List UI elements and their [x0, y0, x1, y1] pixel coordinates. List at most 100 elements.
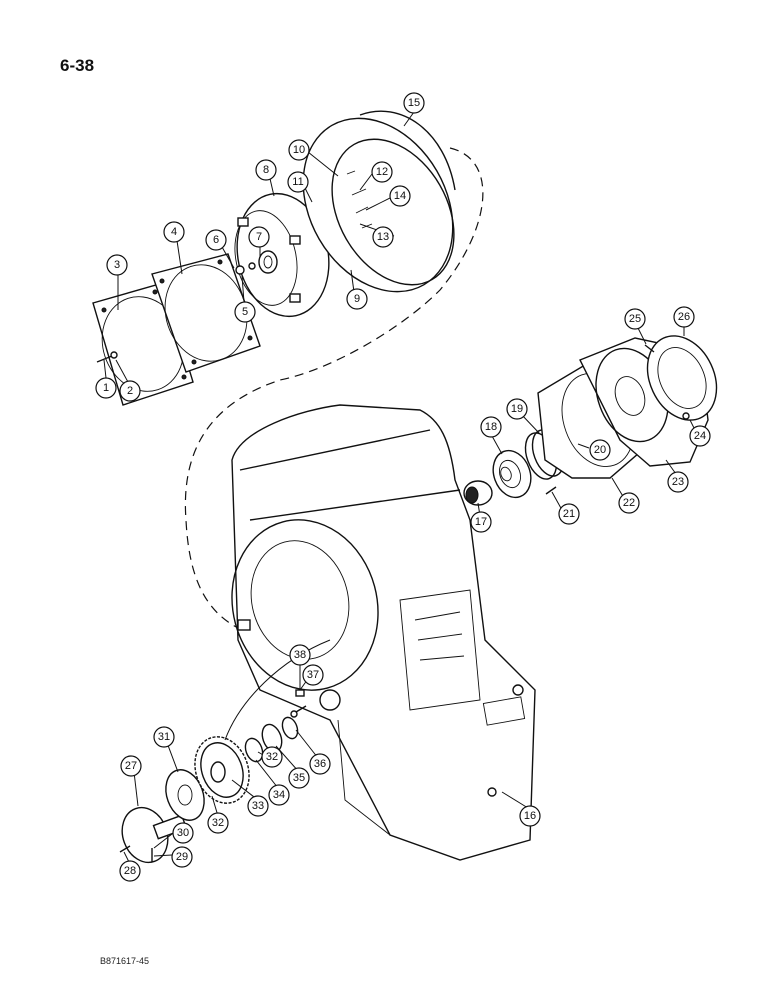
- svg-text:11: 11: [292, 176, 303, 188]
- callout-25: 25: [624, 308, 646, 330]
- callout-6: 6: [205, 229, 227, 251]
- callout-5: 5: [234, 301, 256, 323]
- svg-text:22: 22: [623, 497, 635, 509]
- callout-9: 9: [346, 288, 368, 310]
- svg-text:14: 14: [394, 190, 406, 202]
- svg-text:16: 16: [524, 810, 536, 822]
- callout-18: 18: [480, 416, 502, 438]
- idler-gear: [194, 736, 250, 804]
- lockwasher: [290, 710, 298, 718]
- svg-text:5: 5: [242, 306, 248, 318]
- callout-36: 36: [309, 753, 331, 775]
- callout-31: 31: [153, 726, 175, 748]
- callout-26: 26: [673, 306, 695, 328]
- svg-text:37: 37: [307, 669, 319, 681]
- svg-text:8: 8: [263, 164, 269, 176]
- svg-text:38: 38: [294, 649, 306, 661]
- coupling: [463, 480, 493, 506]
- torque-converter: [234, 192, 330, 318]
- callout-30: 30: [172, 822, 194, 844]
- callout-28: 28: [119, 860, 141, 882]
- pin: [545, 486, 557, 495]
- document-code: B871617-45: [100, 956, 150, 966]
- bolt: [119, 845, 131, 853]
- callout-20: 20: [589, 439, 611, 461]
- callout-33: 33: [247, 795, 269, 817]
- callout-3: 3: [106, 254, 128, 276]
- callout-29: 29: [171, 846, 193, 868]
- svg-text:19: 19: [511, 403, 523, 415]
- callout-32a: 32: [207, 812, 229, 834]
- thrust-washer: [165, 769, 205, 821]
- svg-text:3: 3: [114, 259, 120, 271]
- thrust-washer: [281, 716, 299, 740]
- callout-7: 7: [248, 226, 270, 248]
- transmission-case: [231, 404, 536, 861]
- callout-38: 38: [289, 644, 311, 666]
- svg-text:24: 24: [694, 430, 706, 442]
- callout-11: 11: [287, 171, 309, 193]
- svg-text:21: 21: [563, 508, 575, 520]
- callout-13: 13: [372, 226, 394, 248]
- callout-17: 17: [470, 511, 492, 533]
- svg-text:13: 13: [377, 231, 389, 243]
- callout-24: 24: [689, 425, 711, 447]
- svg-text:33: 33: [252, 800, 264, 812]
- callout-1: 1: [95, 377, 117, 399]
- svg-text:7: 7: [256, 231, 262, 243]
- bearing: [492, 449, 532, 499]
- svg-text:12: 12: [376, 166, 388, 178]
- svg-text:34: 34: [273, 789, 285, 801]
- svg-text:32: 32: [266, 751, 278, 763]
- callout-19: 19: [506, 398, 528, 420]
- svg-text:35: 35: [293, 772, 305, 784]
- idler-shaft: [121, 806, 188, 864]
- svg-text:1: 1: [103, 382, 109, 394]
- callout-12: 12: [371, 161, 393, 183]
- svg-text:29: 29: [176, 851, 188, 863]
- converter-housing: [302, 110, 456, 293]
- callout-32b: 32: [261, 746, 283, 768]
- svg-text:4: 4: [171, 226, 177, 238]
- page-number: 6-38: [60, 56, 95, 75]
- lock-plate: [295, 689, 305, 697]
- cover-plate: [151, 253, 261, 373]
- snap-ring: [244, 737, 264, 763]
- callout-15: 15: [403, 92, 425, 114]
- svg-text:20: 20: [594, 444, 606, 456]
- callout-4: 4: [163, 221, 185, 243]
- svg-text:6: 6: [213, 234, 219, 246]
- svg-text:23: 23: [672, 476, 684, 488]
- callout-16: 16: [519, 805, 541, 827]
- svg-text:26: 26: [678, 311, 690, 323]
- svg-text:36: 36: [314, 758, 326, 770]
- bolt: [96, 351, 118, 363]
- callout-2: 2: [119, 380, 141, 402]
- callout-14: 14: [389, 185, 411, 207]
- svg-text:10: 10: [293, 144, 305, 156]
- callout-8: 8: [255, 159, 277, 181]
- callout-21: 21: [558, 503, 580, 525]
- svg-text:2: 2: [127, 385, 133, 397]
- svg-text:32: 32: [212, 817, 224, 829]
- callout-23: 23: [667, 471, 689, 493]
- washer: [682, 412, 690, 420]
- svg-text:28: 28: [124, 865, 136, 877]
- svg-text:27: 27: [125, 760, 137, 772]
- svg-text:9: 9: [354, 293, 360, 305]
- svg-text:30: 30: [177, 827, 189, 839]
- callout-10: 10: [288, 139, 310, 161]
- bolt: [644, 344, 655, 353]
- callout-35: 35: [288, 767, 310, 789]
- svg-text:25: 25: [629, 313, 641, 325]
- callout-27: 27: [120, 755, 142, 777]
- svg-text:15: 15: [408, 97, 420, 109]
- svg-text:31: 31: [158, 731, 170, 743]
- callout-37: 37: [302, 664, 324, 686]
- callout-34: 34: [268, 784, 290, 806]
- svg-text:18: 18: [485, 421, 497, 433]
- callout-22: 22: [618, 492, 640, 514]
- seal-plate: [646, 335, 718, 421]
- svg-text:17: 17: [475, 516, 487, 528]
